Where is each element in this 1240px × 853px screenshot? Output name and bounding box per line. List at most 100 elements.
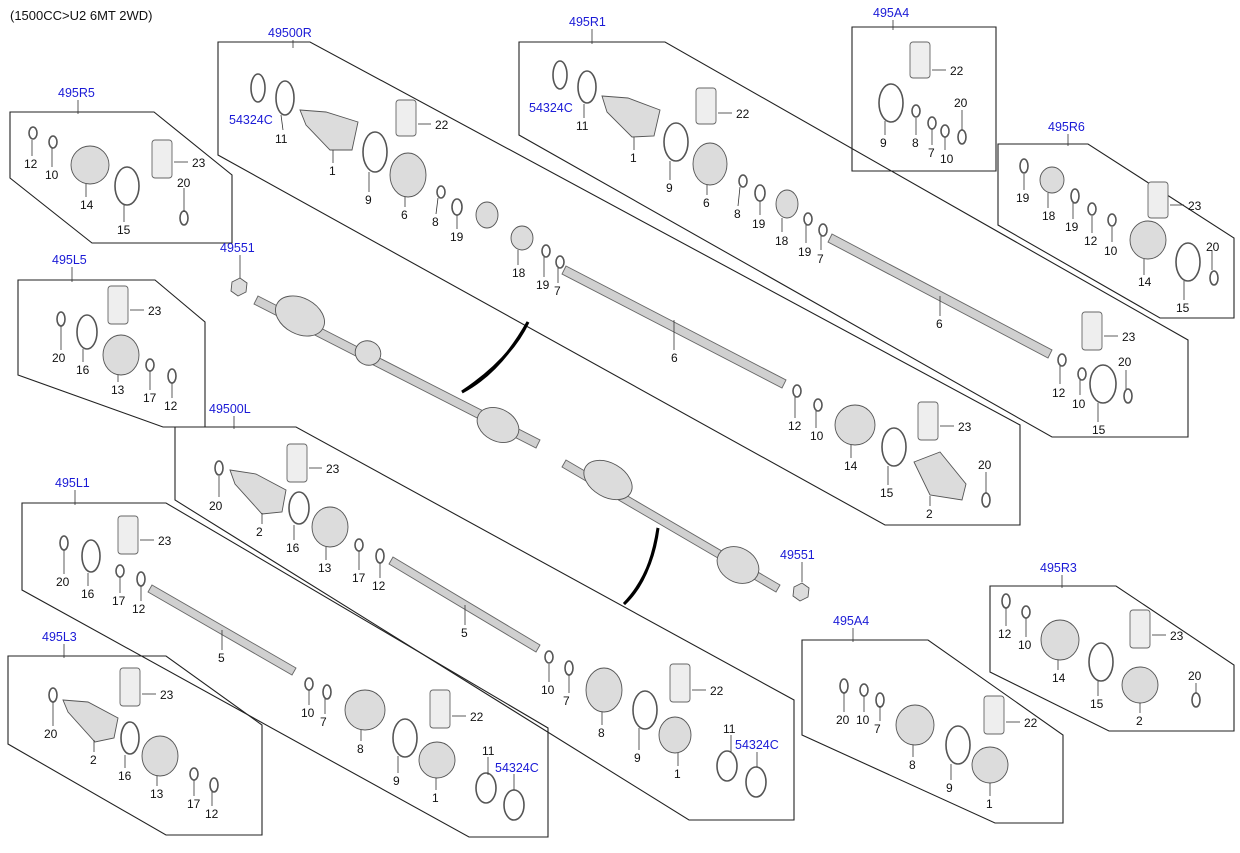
label-20: 20	[1118, 355, 1132, 369]
label-16: 16	[76, 363, 90, 377]
box-495L3	[7, 655, 263, 836]
group-code-495A4-bottom[interactable]: 495A4	[833, 614, 869, 628]
box-495R6	[997, 143, 1235, 319]
group-code-49500L[interactable]: 49500L	[209, 402, 251, 416]
label-11: 11	[275, 132, 288, 146]
label-22: 22	[470, 710, 484, 724]
group-code-49500R[interactable]: 49500R	[268, 26, 312, 40]
label-10: 10	[940, 152, 954, 166]
label-15: 15	[1090, 697, 1104, 711]
label-2: 2	[256, 525, 263, 539]
label-9: 9	[634, 751, 641, 765]
part-code-54324C-d[interactable]: 54324C	[495, 761, 539, 775]
parts-495R1	[552, 60, 1133, 404]
label-22: 22	[710, 684, 724, 698]
parts-495R5	[28, 126, 189, 226]
label-10: 10	[45, 168, 59, 182]
label-12: 12	[24, 157, 38, 171]
label-13: 13	[150, 787, 164, 801]
label-19: 19	[1016, 191, 1030, 205]
parts-495A4-bottom	[839, 678, 1020, 796]
label-16: 16	[81, 587, 95, 601]
label-12: 12	[132, 602, 146, 616]
label-23: 23	[148, 304, 162, 318]
label-6: 6	[401, 208, 408, 222]
label-10: 10	[541, 683, 555, 697]
group-code-495A4-top[interactable]: 495A4	[873, 6, 909, 20]
label-15: 15	[117, 223, 131, 237]
label-12: 12	[205, 807, 219, 821]
label-23: 23	[1170, 629, 1184, 643]
part-code-54324C-b[interactable]: 54324C	[529, 101, 573, 115]
group-code-495L1[interactable]: 495L1	[55, 476, 90, 490]
label-1: 1	[432, 791, 439, 805]
group-code-495R1[interactable]: 495R1	[569, 15, 606, 29]
label-20: 20	[1188, 669, 1202, 683]
parts-495L5	[56, 285, 177, 398]
label-9: 9	[880, 136, 887, 150]
label-14: 14	[80, 198, 94, 212]
leaders-49500R	[280, 114, 987, 506]
label-8: 8	[734, 207, 741, 221]
label-6: 6	[671, 351, 678, 365]
group-code-495R3[interactable]: 495R3	[1040, 561, 1077, 575]
label-18: 18	[775, 234, 789, 248]
label-12: 12	[998, 627, 1012, 641]
group-code-495R5[interactable]: 495R5	[58, 86, 95, 100]
label-15: 15	[1092, 423, 1106, 437]
label-9: 9	[666, 181, 673, 195]
nut-49551-a	[230, 277, 248, 297]
leaders-495R1	[583, 104, 1127, 422]
part-code-54324C-c[interactable]: 54324C	[735, 738, 779, 752]
label-20: 20	[44, 727, 58, 741]
label-22: 22	[1024, 716, 1038, 730]
parts-495L3	[48, 667, 219, 806]
label-23: 23	[160, 688, 174, 702]
label-23: 23	[1122, 330, 1136, 344]
label-19: 19	[536, 278, 550, 292]
label-10: 10	[1072, 397, 1086, 411]
label-19: 19	[798, 245, 812, 259]
label-17: 17	[112, 594, 126, 608]
box-495R1	[518, 41, 1189, 438]
bracket-lower	[622, 527, 660, 606]
group-code-49551-b[interactable]: 49551	[780, 548, 815, 562]
parts-495L1	[59, 515, 525, 821]
label-19: 19	[1065, 220, 1079, 234]
box-495L1	[21, 502, 549, 838]
label-23: 23	[326, 462, 340, 476]
label-23: 23	[1188, 199, 1202, 213]
label-8: 8	[912, 136, 919, 150]
group-code-connectors	[63, 20, 1069, 658]
bracket-upper	[461, 321, 530, 394]
label-19: 19	[752, 217, 766, 231]
group-code-49551-a[interactable]: 49551	[220, 241, 255, 255]
label-2: 2	[1136, 714, 1143, 728]
label-2: 2	[926, 507, 933, 521]
label-23: 23	[158, 534, 172, 548]
label-7: 7	[554, 284, 561, 298]
label-19: 19	[450, 230, 464, 244]
label-20: 20	[209, 499, 223, 513]
label-12: 12	[372, 579, 386, 593]
part-number-labels: 11 1 22 9 6 8 19 18 19 7 6 12 10 14 15 2…	[24, 64, 1220, 821]
part-code-54324C-a[interactable]: 54324C	[229, 113, 273, 127]
label-7: 7	[320, 715, 327, 729]
label-15: 15	[880, 486, 894, 500]
group-code-495L5[interactable]: 495L5	[52, 253, 87, 267]
label-1: 1	[329, 164, 336, 178]
box-495A4-top	[851, 26, 997, 172]
parts-49500L	[214, 443, 767, 798]
label-17: 17	[187, 797, 201, 811]
assembled-shaft-lower	[561, 459, 781, 593]
label-17: 17	[143, 391, 157, 405]
label-9: 9	[365, 193, 372, 207]
label-23: 23	[958, 420, 972, 434]
parts-495R3	[1001, 593, 1201, 713]
group-code-495L3[interactable]: 495L3	[42, 630, 77, 644]
label-22: 22	[736, 107, 750, 121]
group-code-495R6[interactable]: 495R6	[1048, 120, 1085, 134]
box-495A4-bottom	[801, 639, 1064, 824]
label-11: 11	[482, 744, 495, 758]
